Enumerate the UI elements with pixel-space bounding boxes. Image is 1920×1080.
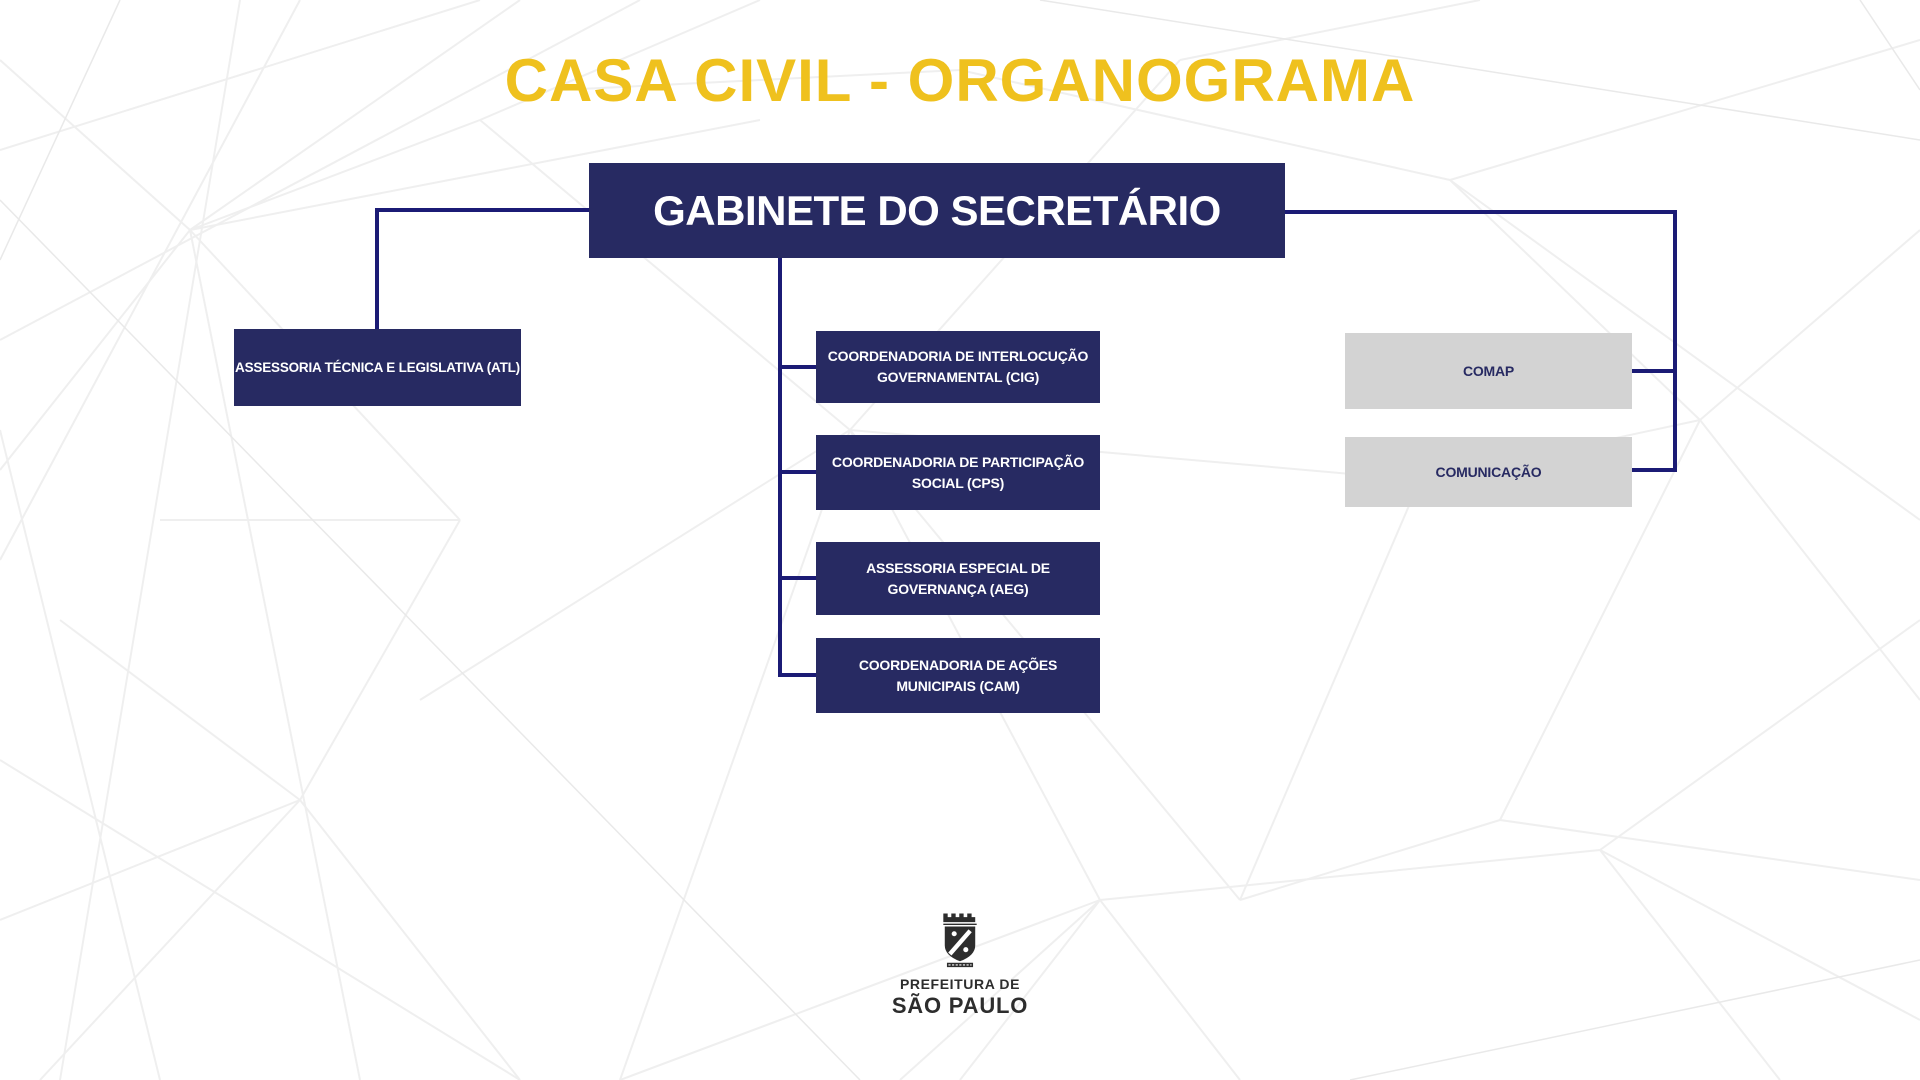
connector-stub-comunicacao [1632, 468, 1677, 472]
connector-center-spine [778, 258, 782, 677]
footer-logo: PREFEITURA DE SÃO PAULO [0, 912, 1920, 1019]
connector-stub-cam [778, 673, 816, 677]
org-box-assessoria-tecnica-legislativa: ASSESSORIA TÉCNICA E LEGISLATIVA (ATL) [234, 329, 521, 406]
connector-stub-aeg [778, 576, 816, 580]
connector-stub-comap [1632, 369, 1673, 373]
connector-left-vertical [375, 208, 379, 329]
page-title: CASA CIVIL - ORGANOGRAMA [504, 47, 1416, 114]
org-box-coordenadoria-participacao-social: COORDENADORIA DE PARTICIPAÇÃO SOCIAL (CP… [816, 435, 1100, 510]
sao-paulo-coat-of-arms-icon [943, 913, 977, 968]
org-box-gabinete-do-secretario: GABINETE DO SECRETÁRIO [589, 163, 1285, 258]
org-box-coordenadoria-interlocucao-governamental: COORDENADORIA DE INTERLOCUÇÃO GOVERNAMEN… [816, 331, 1100, 403]
connector-stub-cig [778, 365, 816, 369]
connector-right-vertical [1673, 210, 1677, 472]
footer-sao-paulo-label: SÃO PAULO [891, 993, 1029, 1018]
connector-right-horizontal [1285, 210, 1677, 214]
connector-stub-cps [778, 470, 816, 474]
footer-prefeitura-de-label: PREFEITURA DE [899, 976, 1021, 992]
org-box-coordenadoria-acoes-municipais: COORDENADORIA DE AÇÕES MUNICIPAIS (CAM) [816, 638, 1100, 713]
org-box-comunicacao: COMUNICAÇÃO [1345, 437, 1632, 507]
org-box-assessoria-especial-governanca: ASSESSORIA ESPECIAL DE GOVERNANÇA (AEG) [816, 542, 1100, 615]
connector-left-horizontal [375, 208, 589, 212]
org-box-comap: COMAP [1345, 333, 1632, 409]
